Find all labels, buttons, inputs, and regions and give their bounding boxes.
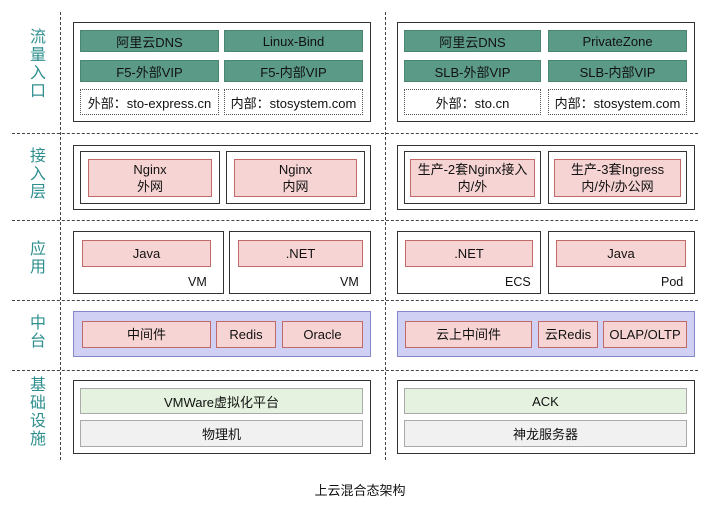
layer-label-access: 接入层 bbox=[27, 147, 44, 201]
traffic-right-dns: 阿里云DNS bbox=[404, 30, 541, 52]
divider-row-1 bbox=[12, 133, 698, 134]
traffic-left-vip-int: F5-内部VIP bbox=[224, 60, 363, 82]
traffic-left-bind: Linux-Bind bbox=[224, 30, 363, 52]
infra-left-base: 物理机 bbox=[80, 420, 363, 447]
app-right-java: Java bbox=[556, 240, 686, 267]
middle-right-middleware: 云上中间件 bbox=[405, 321, 532, 348]
traffic-left-vip-ext: F5-外部VIP bbox=[80, 60, 219, 82]
middle-left-middleware: 中间件 bbox=[82, 321, 211, 348]
access-right-ingress: 生产-3套Ingress 内/外/办公网 bbox=[554, 159, 681, 197]
traffic-right-slb-int: SLB-内部VIP bbox=[548, 60, 687, 82]
infra-right-base: 神龙服务器 bbox=[404, 420, 687, 447]
middle-left-oracle: Oracle bbox=[282, 321, 363, 348]
layer-label-middle: 中台 bbox=[27, 314, 44, 350]
traffic-left-dns: 阿里云DNS bbox=[80, 30, 219, 52]
app-left-net-tag: VM bbox=[340, 275, 359, 289]
divider-row-2 bbox=[12, 220, 698, 221]
middle-right-olap: OLAP/OLTP bbox=[603, 321, 687, 348]
divider-center bbox=[385, 12, 386, 460]
layer-label-traffic: 流量入口 bbox=[27, 28, 44, 100]
layer-label-infra: 基础设施 bbox=[27, 376, 44, 448]
traffic-right-domain-int: 内部：stosystem.com bbox=[548, 89, 687, 115]
access-left-nginx-ext: Nginx 外网 bbox=[88, 159, 212, 197]
access-left-nginx-int: Nginx 内网 bbox=[234, 159, 357, 197]
app-left-net: .NET bbox=[238, 240, 363, 267]
app-right-net-tag: ECS bbox=[505, 275, 531, 289]
middle-right-redis: 云Redis bbox=[538, 321, 598, 348]
traffic-right-zone: PrivateZone bbox=[548, 30, 687, 52]
infra-right-platform: ACK bbox=[404, 388, 687, 414]
app-right-java-tag: Pod bbox=[661, 275, 684, 289]
access-right-nginx: 生产-2套Nginx接入 内/外 bbox=[410, 159, 535, 197]
divider-row-3 bbox=[12, 300, 698, 301]
app-left-java: Java bbox=[82, 240, 211, 267]
divider-left bbox=[60, 12, 61, 460]
app-right-net: .NET bbox=[405, 240, 533, 267]
traffic-right-domain-ext: 外部：sto.cn bbox=[404, 89, 541, 115]
traffic-right-slb-ext: SLB-外部VIP bbox=[404, 60, 541, 82]
infra-left-platform: VMWare虚拟化平台 bbox=[80, 388, 363, 414]
divider-row-4 bbox=[12, 370, 698, 371]
layer-label-app: 应用 bbox=[27, 240, 44, 276]
traffic-left-domain-int: 内部：stosystem.com bbox=[224, 89, 363, 115]
app-left-java-tag: VM bbox=[188, 275, 207, 289]
diagram-caption: 上云混合态架构 bbox=[314, 483, 406, 498]
traffic-left-domain-ext: 外部：sto-express.cn bbox=[80, 89, 219, 115]
middle-left-redis: Redis bbox=[216, 321, 276, 348]
